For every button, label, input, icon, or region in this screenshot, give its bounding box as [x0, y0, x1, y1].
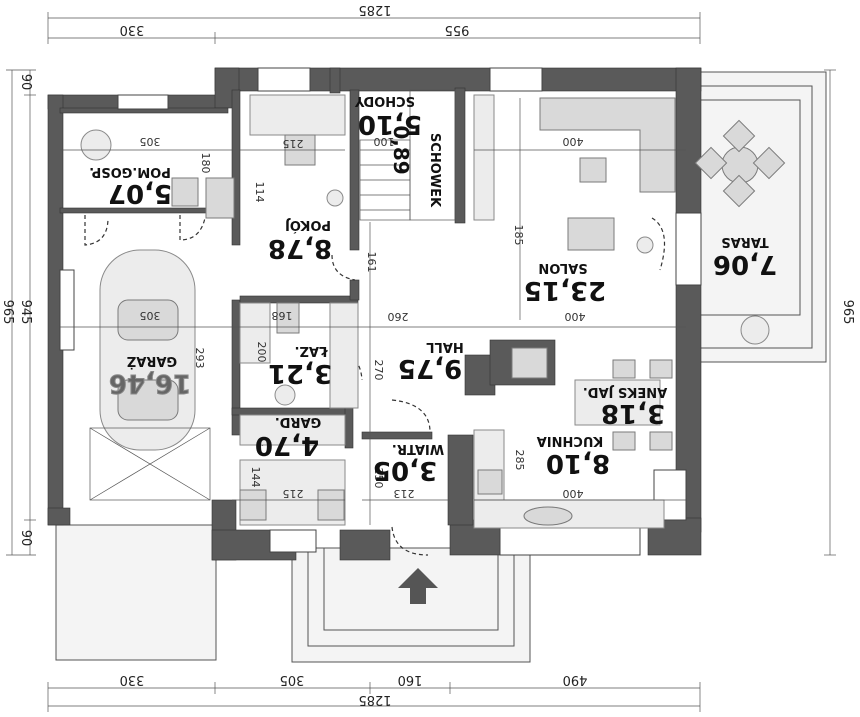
dim-400b: 400: [565, 310, 586, 323]
inner-dimension-lines: [60, 98, 686, 525]
dim-200: 200: [255, 342, 268, 363]
dim-bottom-total: 1285: [358, 692, 391, 707]
room-hall: HALL 9,75: [398, 339, 464, 383]
dim-bottom-c: 160: [398, 672, 423, 687]
room-wiatr: WIATR. 3,05: [373, 441, 444, 485]
dim-400c: 400: [563, 487, 584, 500]
dim-180: 180: [199, 153, 212, 174]
dim-left-total: 965: [0, 300, 15, 325]
room-gard-area: 4,70: [255, 430, 319, 460]
room-schody: SCHODY 5,10: [354, 93, 422, 139]
room-garaz-name: GARAŻ: [127, 353, 177, 369]
room-hall-name: HALL: [426, 339, 464, 354]
room-kuchnia: KUCHNIA 8,10: [537, 433, 610, 478]
dim-100: 100: [374, 135, 395, 148]
room-schowek-area: 0,89: [389, 125, 413, 174]
dim-left-top: 90: [18, 74, 33, 91]
room-gard-name: GARD.: [275, 414, 321, 429]
room-hall-area: 9,75: [398, 353, 462, 383]
dim-400a: 400: [563, 135, 584, 148]
dim-250: 250: [372, 468, 385, 489]
entrance-platform: [291, 547, 531, 663]
dim-left-bottom: 90: [18, 530, 33, 547]
room-pokoj-name: POKÓJ: [285, 217, 331, 233]
room-garaz: GARAŻ 16,46: [108, 353, 191, 399]
room-salon-area: 23,15: [524, 275, 606, 305]
room-salon: SALON 23,15: [524, 260, 606, 305]
windows: [59, 67, 702, 556]
dim-left-mid: 945: [18, 300, 33, 325]
room-taras: TARAS 7,06: [713, 234, 777, 279]
room-kuchnia-area: 8,10: [546, 448, 610, 478]
room-kuchnia-name: KUCHNIA: [537, 433, 604, 448]
driveway: [55, 524, 217, 661]
room-schowek-name: SCHOWEK: [427, 133, 442, 208]
room-laz-area: 3,21: [268, 358, 332, 388]
dim-305b: 305: [140, 309, 161, 322]
room-garaz-area: 16,46: [109, 368, 191, 398]
dim-top-right: 955: [445, 22, 470, 37]
dim-185: 185: [512, 225, 525, 246]
entry-arrow-icon: [398, 568, 438, 604]
terrace: [685, 71, 827, 363]
room-schowek: SCHOWEK 0,89: [389, 125, 442, 208]
room-taras-name: TARAS: [721, 234, 768, 249]
room-laz: ŁAZ. 3,21: [268, 343, 332, 388]
room-salon-name: SALON: [538, 260, 587, 275]
dim-right-total: 965: [840, 300, 855, 325]
room-pokoj-area: 8,78: [268, 233, 332, 263]
room-wiatr-area: 3,05: [373, 455, 437, 485]
dim-168: 168: [272, 309, 293, 322]
dimension-lines: [6, 12, 836, 712]
dim-bottom-b: 305: [280, 672, 305, 687]
room-aneks-jad-area: 3,18: [601, 398, 665, 428]
dim-161: 161: [365, 252, 378, 273]
dim-114: 114: [253, 182, 266, 203]
dim-top-total: 1285: [358, 2, 391, 17]
room-wiatr-name: WIATR.: [392, 441, 444, 456]
dim-213: 213: [394, 487, 415, 500]
dim-293: 293: [193, 348, 206, 369]
room-schody-area: 5,10: [358, 109, 422, 139]
dim-144: 144: [249, 467, 262, 488]
room-pokoj: POKÓJ 8,78: [268, 217, 332, 263]
room-schody-name: SCHODY: [354, 93, 415, 108]
room-gard: GARD. 4,70: [255, 414, 321, 460]
room-laz-name: ŁAZ.: [295, 343, 329, 358]
dim-285: 285: [513, 450, 526, 471]
room-aneks-jad: ANEKS JAD. 3,18: [583, 384, 667, 428]
dim-215a: 215: [283, 137, 304, 150]
dim-260: 260: [388, 310, 409, 323]
room-pom-gosp: POM.GOSP. 5,07: [89, 164, 172, 208]
dim-bottom-d: 490: [563, 672, 588, 687]
dim-bottom-a: 330: [120, 672, 145, 687]
dim-top-left: 330: [120, 22, 145, 37]
dim-305a: 305: [140, 135, 161, 148]
room-taras-area: 7,06: [713, 249, 777, 279]
dim-270: 270: [372, 360, 385, 381]
room-pom-gosp-name: POM.GOSP.: [89, 164, 171, 179]
room-aneks-jad-name: ANEKS JAD.: [583, 384, 667, 399]
room-pom-gosp-area: 5,07: [108, 178, 172, 208]
dim-215b: 215: [283, 487, 304, 500]
